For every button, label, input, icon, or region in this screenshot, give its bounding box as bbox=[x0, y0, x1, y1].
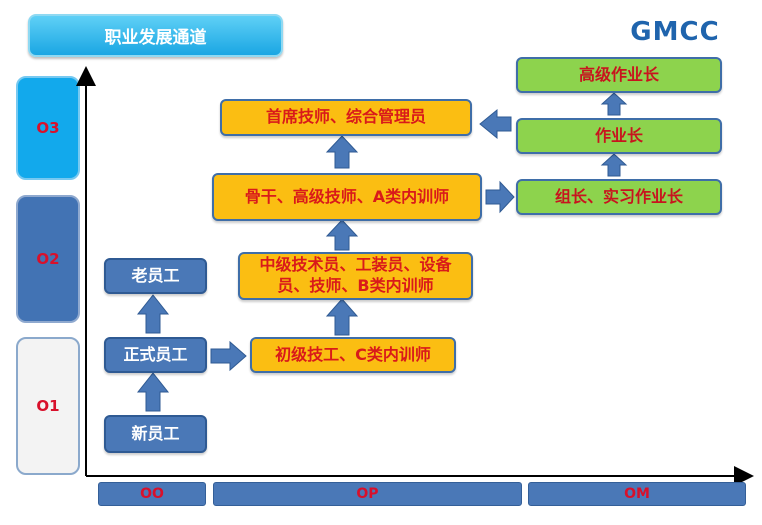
level-o2: O2 bbox=[16, 195, 80, 323]
node-senior-operation-chief: 高级作业长 bbox=[516, 57, 722, 93]
node-new-employee: 新员工 bbox=[104, 415, 207, 453]
up-arrow-icon bbox=[600, 92, 628, 116]
up-arrow-icon bbox=[600, 153, 628, 177]
node-operation-chief: 作业长 bbox=[516, 118, 722, 154]
node-chief-technician: 首席技师、综合管理员 bbox=[220, 99, 472, 136]
category-op: OP bbox=[213, 482, 522, 506]
node-junior-technician: 初级技工、C类内训师 bbox=[250, 337, 456, 373]
right-arrow-icon bbox=[485, 180, 515, 214]
up-arrow-icon bbox=[136, 372, 170, 412]
node-intermediate-technician: 中级技术员、工装员、设备员、技师、B类内训师 bbox=[238, 252, 473, 300]
category-om: OM bbox=[528, 482, 746, 506]
page-title: 职业发展通道 bbox=[28, 14, 283, 57]
category-oo: OO bbox=[98, 482, 206, 506]
level-o3: O3 bbox=[16, 76, 80, 180]
node-backbone-senior-technician: 骨干、高级技师、A类内训师 bbox=[212, 173, 482, 221]
up-arrow-icon bbox=[325, 219, 359, 251]
gmcc-logo: GMCC bbox=[630, 17, 720, 47]
node-regular-employee: 正式员工 bbox=[104, 337, 207, 373]
right-arrow-icon bbox=[210, 340, 247, 372]
level-o1: O1 bbox=[16, 337, 80, 475]
up-arrow-icon bbox=[136, 294, 170, 334]
left-arrow-icon bbox=[479, 108, 512, 140]
node-team-leader: 组长、实习作业长 bbox=[516, 179, 722, 215]
up-arrow-icon bbox=[325, 298, 359, 336]
up-arrow-icon bbox=[325, 135, 359, 169]
node-senior-employee: 老员工 bbox=[104, 258, 207, 294]
